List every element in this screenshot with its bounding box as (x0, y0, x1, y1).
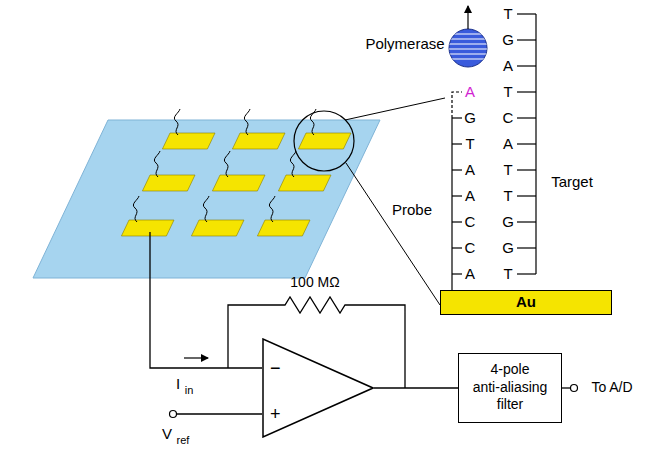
target-backbone (517, 14, 536, 274)
tick (452, 273, 462, 274)
stripe (445, 33, 491, 34)
pending-bond (452, 92, 462, 118)
output-label: To A/D (591, 380, 632, 395)
op-amp-outline (263, 339, 373, 437)
tick (452, 221, 462, 222)
base-letter: T (503, 162, 512, 179)
probe-strand (203, 196, 209, 222)
electrode-pad (121, 220, 174, 236)
probe-strand (224, 151, 230, 177)
probe-strand (174, 109, 180, 135)
tick (517, 273, 536, 274)
tick (517, 65, 536, 66)
tick (517, 143, 536, 144)
tick (517, 91, 536, 92)
signal-wire (374, 387, 458, 388)
resistor-value: 100 MΩ (290, 275, 339, 290)
zoom-line (346, 163, 440, 305)
terminal (571, 385, 578, 392)
stripe (445, 48, 491, 49)
op-amp: −+ (262, 338, 374, 438)
tick (517, 247, 536, 248)
probe-backbone (452, 92, 462, 290)
stripe (445, 38, 491, 39)
electrode-pad (278, 175, 331, 191)
box-text: Au (441, 291, 611, 310)
polymerase-stripes (445, 34, 491, 59)
polymerase (449, 29, 487, 67)
tick (517, 221, 536, 222)
probe-strand (133, 196, 139, 222)
base-letter: G (502, 214, 514, 231)
part-label: Probe (392, 202, 432, 219)
signal-name: V (162, 426, 172, 443)
stripe (445, 58, 491, 59)
stripe (445, 53, 491, 54)
tick (517, 13, 536, 14)
part-label: Target (551, 174, 593, 191)
base-letter: A (503, 136, 513, 153)
base-letter: A (465, 84, 475, 101)
zoom-line (345, 98, 445, 120)
current-arrow (184, 357, 208, 358)
filter-box: 4-pole anti-aliasing filter (458, 353, 562, 423)
tick (452, 195, 462, 196)
electrode-pad (257, 220, 310, 236)
signal-subscript: ref (177, 434, 190, 446)
base-letter: T (503, 188, 512, 205)
base-letter: G (502, 240, 514, 257)
probe-strand (154, 151, 160, 177)
electrode-pad (232, 133, 285, 149)
signal-subscript: in (185, 384, 194, 396)
tick (517, 195, 536, 196)
tick (517, 39, 536, 40)
output-wire (562, 387, 571, 388)
tick (517, 169, 536, 170)
direction-arrow (467, 6, 468, 29)
electrode-pad (162, 133, 215, 149)
base-letter: T (465, 136, 474, 153)
electrode-pad (298, 133, 351, 149)
base-letter: T (503, 84, 512, 101)
input-sign: − (270, 359, 281, 377)
electrode-pad (142, 175, 195, 191)
electrode-pad (212, 175, 265, 191)
tick (452, 143, 462, 144)
base-letter: C (465, 214, 476, 231)
part-label: Polymerase (365, 36, 444, 53)
electrode-pad (191, 220, 244, 236)
chip-substrate (33, 120, 380, 278)
tick (517, 117, 536, 118)
base-letter: C (465, 240, 476, 257)
reference-wire (177, 413, 263, 414)
base-letter: G (502, 32, 514, 49)
tick (452, 117, 462, 118)
gold-electrode: Au (440, 290, 612, 315)
stripe (445, 43, 491, 44)
input-wire (150, 232, 262, 368)
base-letter: G (464, 110, 476, 127)
probe-strands (133, 109, 316, 222)
base-letter: T (503, 266, 512, 283)
input-sign: + (270, 405, 281, 423)
base-letter: A (465, 188, 475, 205)
electrode-pads (121, 133, 351, 236)
terminal (170, 411, 177, 418)
base-letter: C (503, 110, 514, 127)
probe-strand (244, 109, 250, 135)
probe-strand (290, 151, 296, 177)
base-letter: A (465, 162, 475, 179)
tick (452, 247, 462, 248)
tick (452, 169, 462, 170)
base-letter: A (465, 266, 475, 283)
op-amp-symbol (262, 338, 374, 438)
box-text: 4-pole anti-aliasing filter (465, 361, 555, 414)
probe-strand (269, 196, 275, 222)
base-letter: A (503, 58, 513, 75)
base-letter: T (503, 6, 512, 23)
signal-name: I (176, 376, 180, 393)
